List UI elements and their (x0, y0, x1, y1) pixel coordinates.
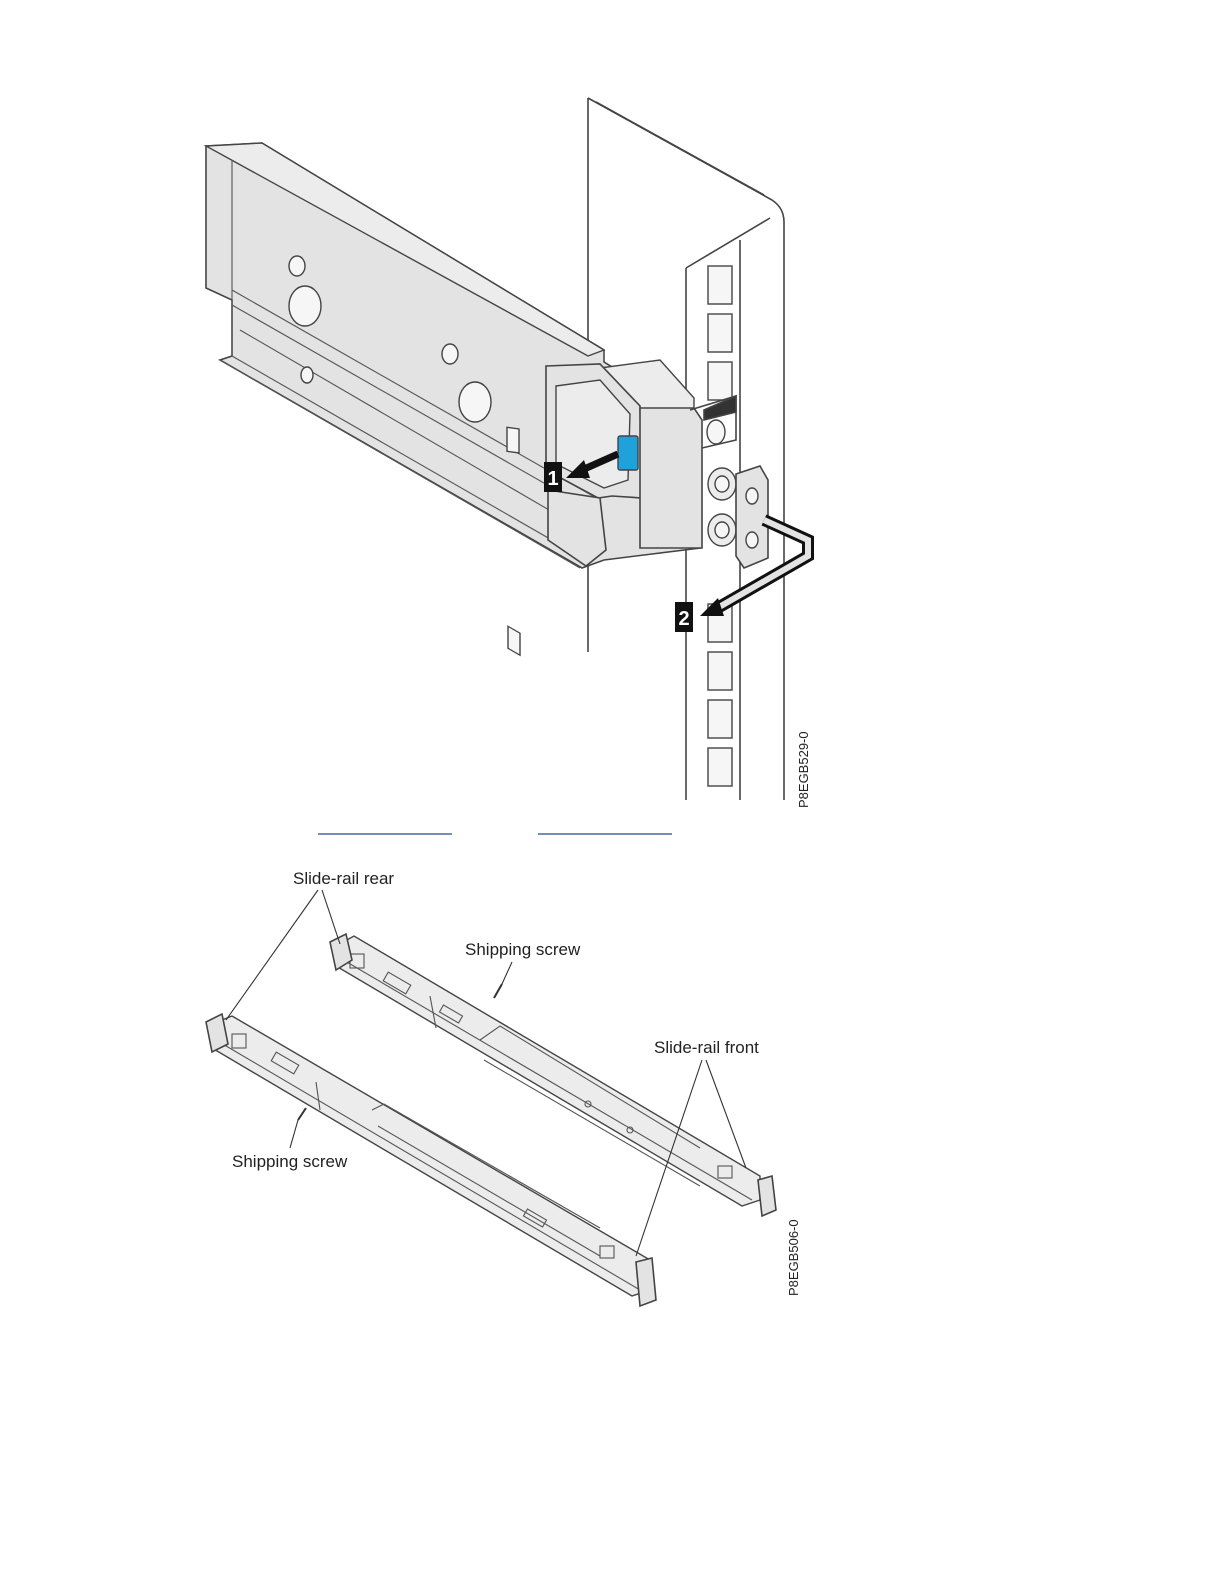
label-shipping-screw-top: Shipping screw (465, 940, 581, 959)
callout-2: 2 (678, 608, 689, 630)
callout-1: 1 (547, 468, 558, 490)
blue-release-latch[interactable] (618, 436, 638, 470)
label-slide-rail-front: Slide-rail front (654, 1038, 759, 1057)
figure2-id-label: P8EGB506-0 (786, 1219, 801, 1296)
front-bracket (546, 360, 768, 568)
figure-slide-rails: Slide-rail rear Shipping screw Slide-rai… (206, 869, 801, 1306)
label-shipping-screw-bottom: Shipping screw (232, 1152, 348, 1171)
upper-slide-rail (330, 934, 776, 1216)
figure1-id-label: P8EGB529-0 (796, 731, 811, 808)
mounting-pins (708, 468, 736, 546)
figure-rail-release: 1 2 P8EGB529-0 (206, 98, 811, 808)
label-slide-rail-rear: Slide-rail rear (293, 869, 394, 888)
